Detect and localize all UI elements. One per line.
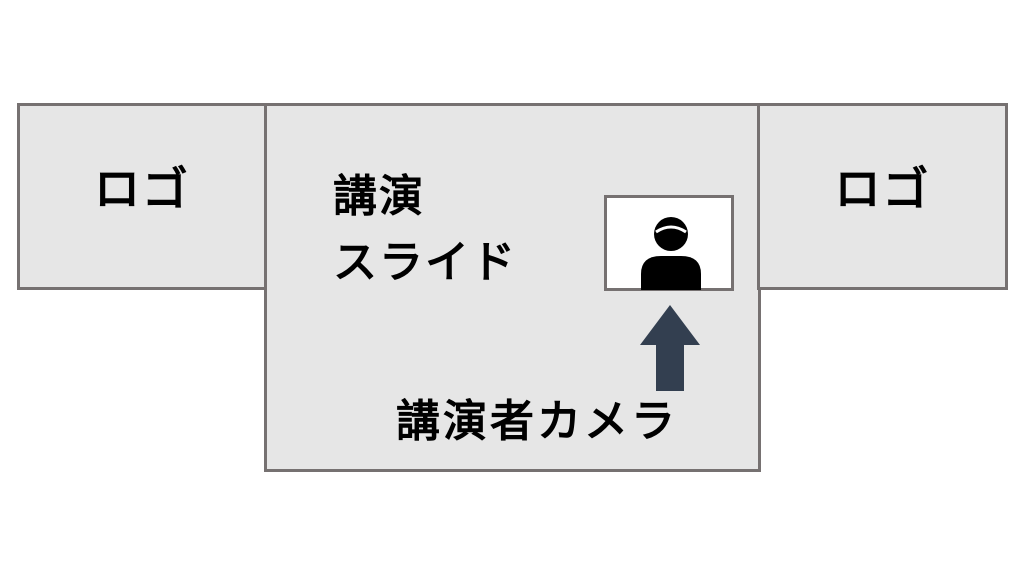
speaker-camera-caption: 講演者カメラ [396, 396, 678, 447]
slide-label: 講演 スライド [333, 171, 517, 288]
speaker-camera-frame [604, 195, 734, 291]
left-logo-panel: ロゴ [17, 103, 267, 290]
arrow-up-icon [640, 305, 700, 391]
right-logo-panel: ロゴ [757, 103, 1008, 290]
right-logo-label: ロゴ [834, 162, 931, 216]
left-logo-label: ロゴ [94, 162, 190, 216]
person-icon [641, 217, 701, 290]
